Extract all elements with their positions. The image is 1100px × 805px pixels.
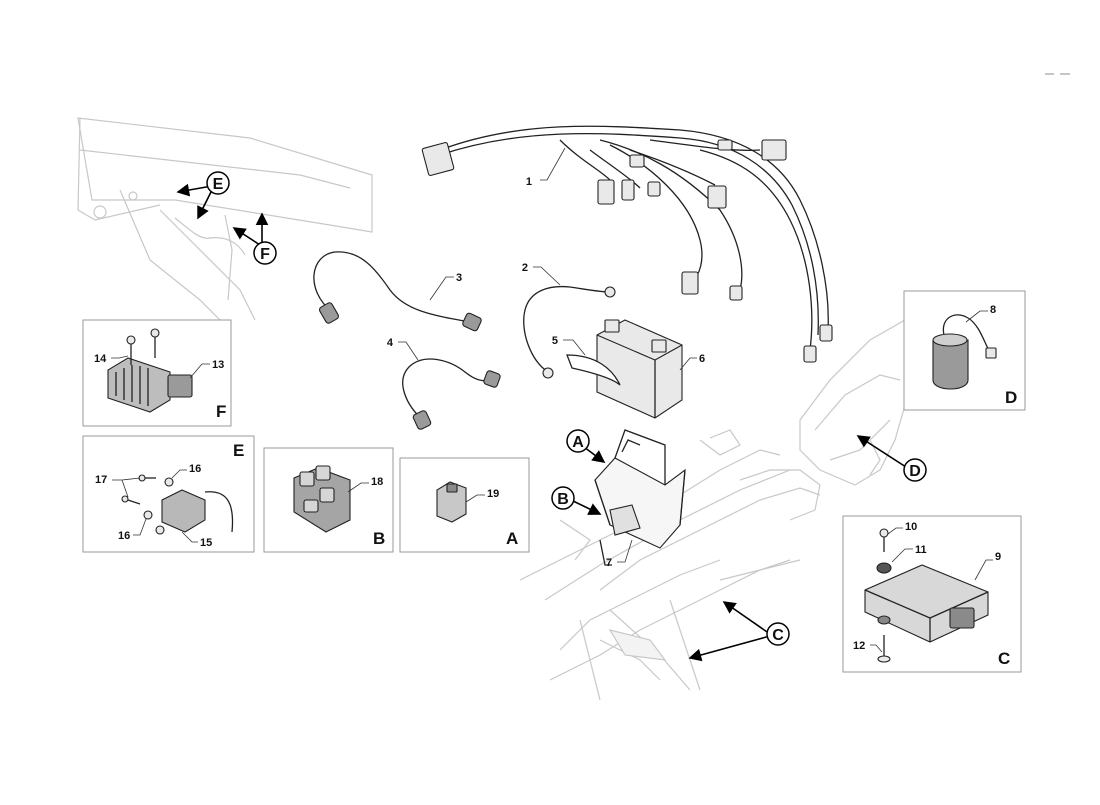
part-labels-main: 1 2 3 4 5 6 7 <box>387 147 705 569</box>
callout-A: A <box>566 429 590 453</box>
frame-main <box>519 429 821 701</box>
cable-4 <box>402 358 501 430</box>
cable-3 <box>313 251 482 332</box>
cable-2 <box>523 285 616 379</box>
box-letter-B: B <box>373 529 385 548</box>
part-label-13: 13 <box>212 359 224 371</box>
battery <box>566 319 683 419</box>
part-label-5: 5 <box>552 335 558 347</box>
svg-text:E: E <box>213 176 224 193</box>
part-label-16b: 16 <box>118 530 130 542</box>
part-label-17: 17 <box>95 474 107 486</box>
callout-D: D <box>903 458 927 482</box>
callout-C: C <box>766 622 790 646</box>
callout-arrows <box>176 183 907 662</box>
part-label-9: 9 <box>995 551 1001 563</box>
box-letter-A: A <box>506 529 518 548</box>
frame-top-left <box>77 117 373 331</box>
part-label-19: 19 <box>487 488 499 500</box>
detail-box-A: 19 A <box>399 457 530 553</box>
detail-box-E: 17 16 16 15 E <box>82 435 255 553</box>
part-label-15: 15 <box>200 537 212 549</box>
part-label-16a: 16 <box>189 463 201 475</box>
box-letter-E: E <box>233 441 244 460</box>
box-letter-F: F <box>216 402 226 421</box>
callout-B: B <box>551 486 575 510</box>
part-label-12: 12 <box>853 640 865 652</box>
part-label-6: 6 <box>699 353 705 365</box>
detail-box-B: 18 B <box>263 447 394 553</box>
svg-text:A: A <box>572 434 584 451</box>
box-letter-C: C <box>998 649 1010 668</box>
part-label-1: 1 <box>526 176 532 188</box>
part-label-11: 11 <box>915 544 927 556</box>
svg-text:B: B <box>557 491 569 508</box>
part-label-2: 2 <box>522 262 528 274</box>
part-label-7: 7 <box>606 557 612 569</box>
part-label-10: 10 <box>905 521 917 533</box>
part-label-3: 3 <box>456 272 462 284</box>
svg-text:C: C <box>772 627 784 644</box>
detail-box-F: 14 13 F <box>82 319 232 427</box>
battery-box <box>594 429 686 566</box>
detail-box-C: 10 11 9 12 C <box>842 515 1022 673</box>
detail-box-D: 8 D <box>903 290 1026 411</box>
svg-text:D: D <box>909 463 921 480</box>
svg-text:F: F <box>260 246 270 263</box>
part-label-8: 8 <box>990 304 996 316</box>
callout-E: E <box>206 171 230 195</box>
part-label-4: 4 <box>387 337 394 349</box>
part-label-14: 14 <box>94 353 107 365</box>
box-letter-D: D <box>1005 388 1017 407</box>
part-label-18: 18 <box>371 476 383 488</box>
callout-F: F <box>253 241 277 265</box>
wiring-harness <box>421 125 833 363</box>
